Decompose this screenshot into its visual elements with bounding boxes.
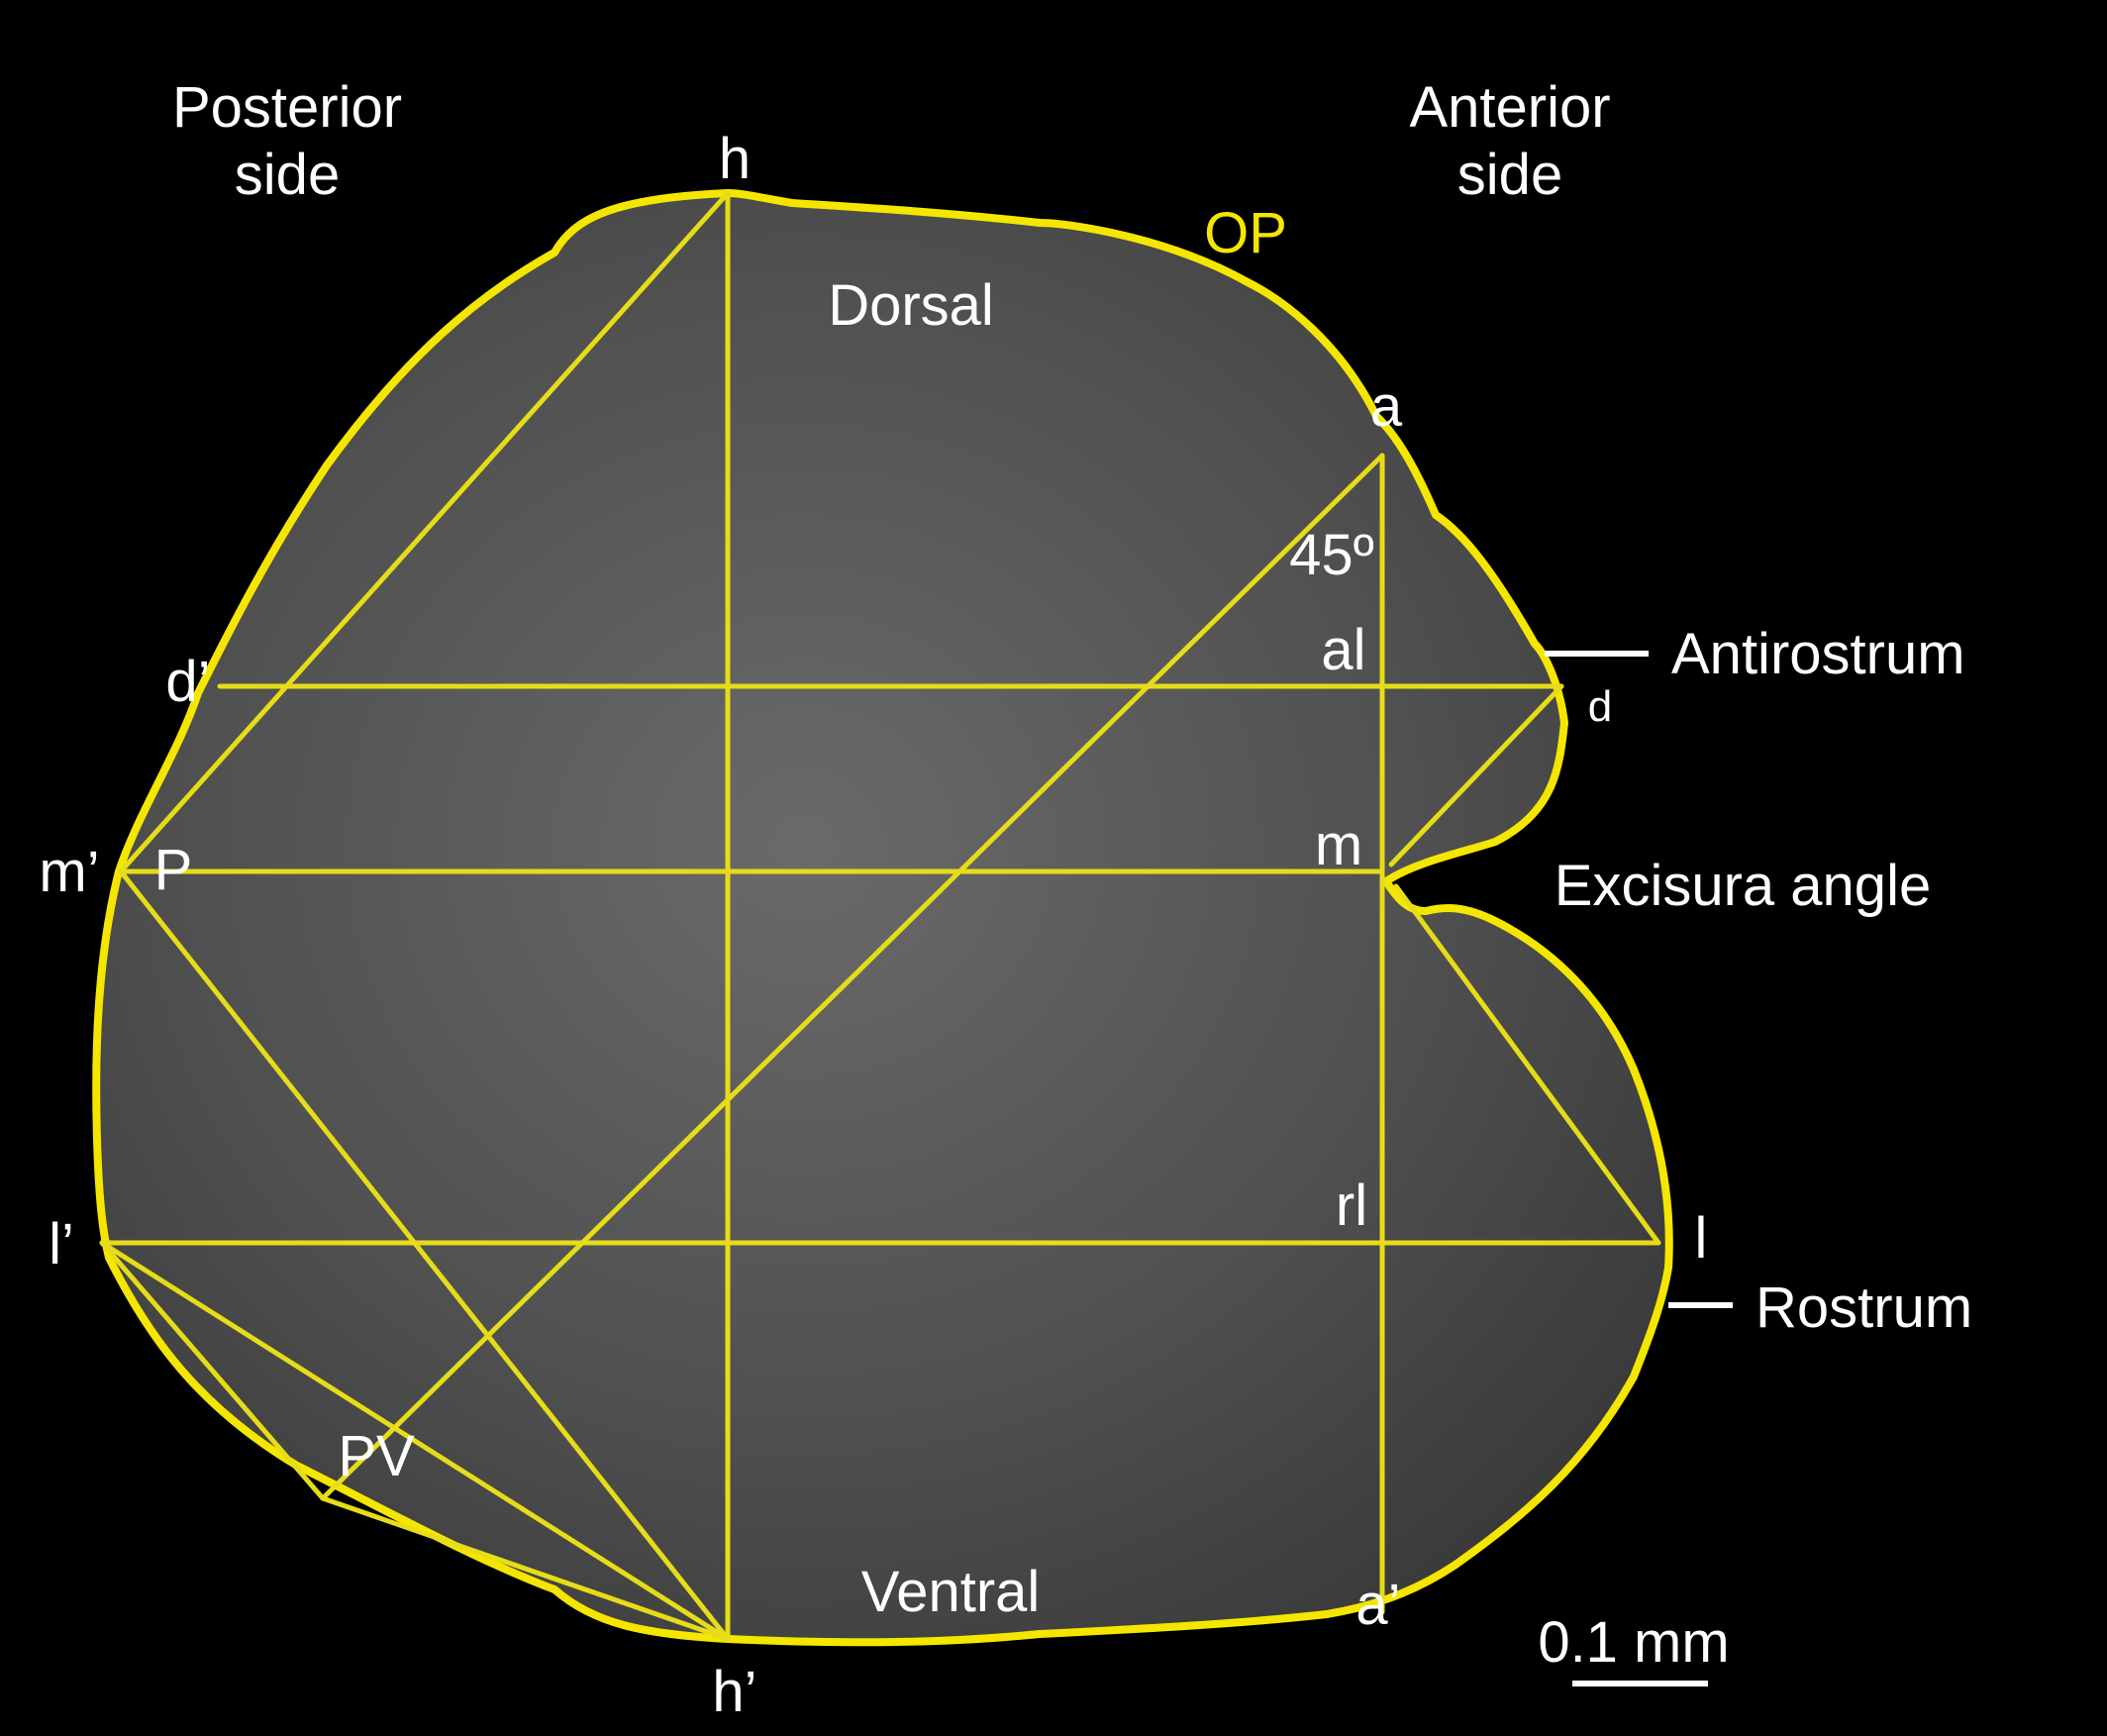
otolith-body [96,193,1669,1643]
measurement-lines [99,190,1661,1642]
point-hprime-label: h’ [712,1660,756,1724]
excisura-angle-label: Excisura angle [1555,854,1931,918]
scale-bar-label: 0.1 mm [1538,1610,1729,1675]
ventral-label: Ventral [861,1560,1041,1624]
point-rl-label: rl [1336,1174,1367,1238]
op-label: OP [1204,201,1287,265]
point-al-label: al [1321,618,1365,682]
anterior-label-line2: side [1457,143,1562,207]
line-pv-a-diagonal [320,453,1385,1501]
line-lprime-hprime [99,1240,731,1642]
anterior-label-line1: Anterior [1409,75,1610,140]
point-aprime-label: a’ [1355,1573,1400,1637]
point-a-label: a [1370,374,1403,439]
line-pv-hprime [320,1495,731,1642]
posterior-label-line1: Posterior [172,75,402,140]
dorsal-label: Dorsal [828,273,994,338]
point-d-label: d [1588,682,1612,731]
line-excisura-l [1393,883,1661,1246]
line-h-mprime [118,190,731,874]
posterior-label-line2: side [235,143,340,207]
rostrum-label: Rostrum [1756,1276,1972,1340]
point-h-label: h [719,127,751,191]
point-m-label: m [1315,813,1362,877]
point-lprime-label: l’ [49,1212,74,1276]
point-mprime-label: m’ [39,840,99,904]
angle-45-label: 45º [1289,523,1374,587]
line-mprime-hprime [118,868,731,1642]
point-l-label: l [1695,1206,1708,1271]
line-d-m [1388,683,1564,868]
point-pv-label: PV [338,1424,415,1488]
antirostrum-label: Antirostrum [1671,622,1965,686]
point-dprime-label: d’ [165,650,210,714]
line-lprime-pv [99,1240,326,1501]
point-p-label: P [154,838,193,902]
